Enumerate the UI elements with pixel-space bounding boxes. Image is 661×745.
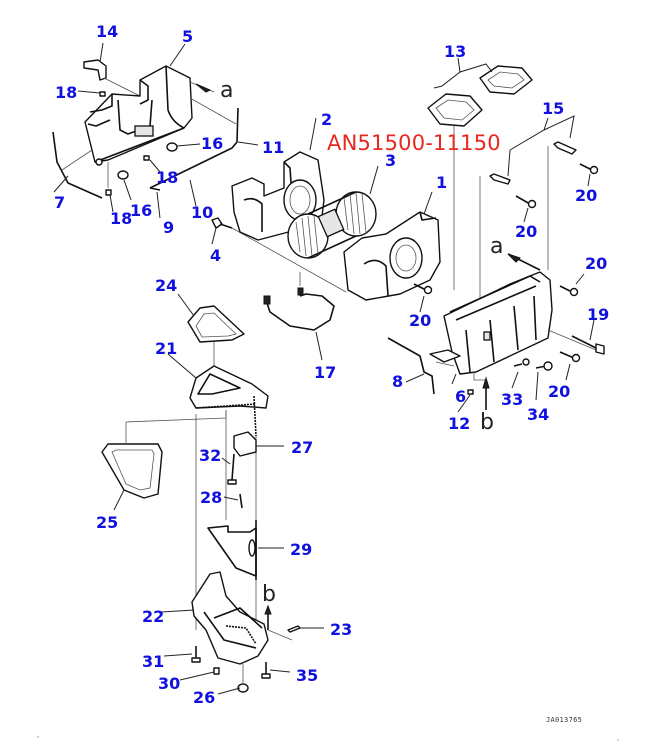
- part-13-seals: [427, 57, 533, 290]
- callout-20: 20: [575, 186, 598, 205]
- callout-18: 18: [55, 83, 78, 102]
- callout-18: 18: [156, 168, 179, 187]
- callout-16: 16: [201, 134, 224, 153]
- callout-23: 23: [330, 620, 353, 639]
- callout-10: 10: [191, 203, 214, 222]
- part-17-wire-harness: [263, 272, 335, 361]
- callout-3: 3: [385, 151, 397, 170]
- callout-35: 35: [296, 666, 319, 685]
- reference-mark-b-right: b: [480, 410, 494, 435]
- callout-31: 31: [142, 652, 165, 671]
- part-5-duct-housing: [84, 43, 237, 166]
- bottom-fasteners: [163, 646, 291, 695]
- part-4-screw: [211, 217, 347, 293]
- callout-25: 25: [96, 513, 119, 532]
- callout-17: 17: [314, 363, 337, 382]
- callout-26: 26: [193, 688, 216, 707]
- callout-5: 5: [182, 27, 194, 46]
- callout-22: 22: [142, 607, 165, 626]
- part-25-seal: [101, 422, 163, 511]
- reference-mark-b-lower: b: [262, 582, 276, 607]
- callout-13: 13: [444, 42, 467, 61]
- callout-20: 20: [409, 311, 432, 330]
- part-27-block: [221, 431, 284, 509]
- callout-20: 20: [515, 222, 538, 241]
- part-10-11-cable: [149, 107, 259, 219]
- part-22-housing: [161, 571, 269, 665]
- callout-27: 27: [291, 438, 314, 457]
- screws-20: [413, 163, 599, 381]
- reference-arrow-b-lower: [264, 604, 293, 641]
- part-number-label: AN51500-11150: [327, 131, 501, 155]
- callout-14: 14: [96, 22, 119, 41]
- callout-32: 32: [199, 446, 222, 465]
- callout-18: 18: [110, 209, 133, 228]
- callout-19: 19: [587, 305, 610, 324]
- figure-code: JA013765: [546, 716, 583, 724]
- callout-16: 16: [130, 201, 153, 220]
- callout-6: 6: [455, 387, 467, 406]
- part-14-bracket: [83, 42, 141, 97]
- part-7-link-rod: [52, 131, 103, 199]
- callout-24: 24: [155, 276, 178, 295]
- part-1-blower-case: [343, 191, 441, 301]
- part-18-clips: [77, 90, 161, 213]
- callout-21: 21: [155, 339, 178, 358]
- callout-9: 9: [163, 218, 175, 237]
- part-16-grommets: [117, 142, 201, 201]
- callout-8: 8: [392, 372, 404, 391]
- reference-mark-a-right: a: [490, 234, 504, 259]
- part-19-bolt: [571, 319, 605, 355]
- part-8-bracket: [387, 337, 455, 395]
- part-23-clip: [287, 625, 324, 633]
- reference-mark-a-top: a: [220, 78, 234, 103]
- callout-34: 34: [527, 405, 550, 424]
- reference-arrow-b-right: [473, 372, 490, 410]
- part-3-blower-motor: [287, 165, 379, 259]
- callout-15: 15: [542, 99, 565, 118]
- callout-1: 1: [436, 173, 448, 192]
- callout-30: 30: [158, 674, 181, 693]
- part-15-brackets: [413, 115, 599, 381]
- callout-20: 20: [548, 382, 571, 401]
- callout-7: 7: [54, 193, 66, 212]
- callout-12: 12: [448, 414, 471, 433]
- small-fasteners: [451, 358, 553, 413]
- callout-33: 33: [501, 390, 524, 409]
- main-case: [429, 253, 597, 375]
- part-21-housing: [125, 353, 269, 650]
- callout-11: 11: [262, 138, 285, 157]
- callout-20: 20: [585, 254, 608, 273]
- callout-4: 4: [210, 246, 222, 265]
- part-24-seal: [177, 293, 245, 380]
- part-29-lever: [207, 520, 284, 580]
- callout-2: 2: [321, 110, 333, 129]
- callout-29: 29: [290, 540, 313, 559]
- callout-28: 28: [200, 488, 223, 507]
